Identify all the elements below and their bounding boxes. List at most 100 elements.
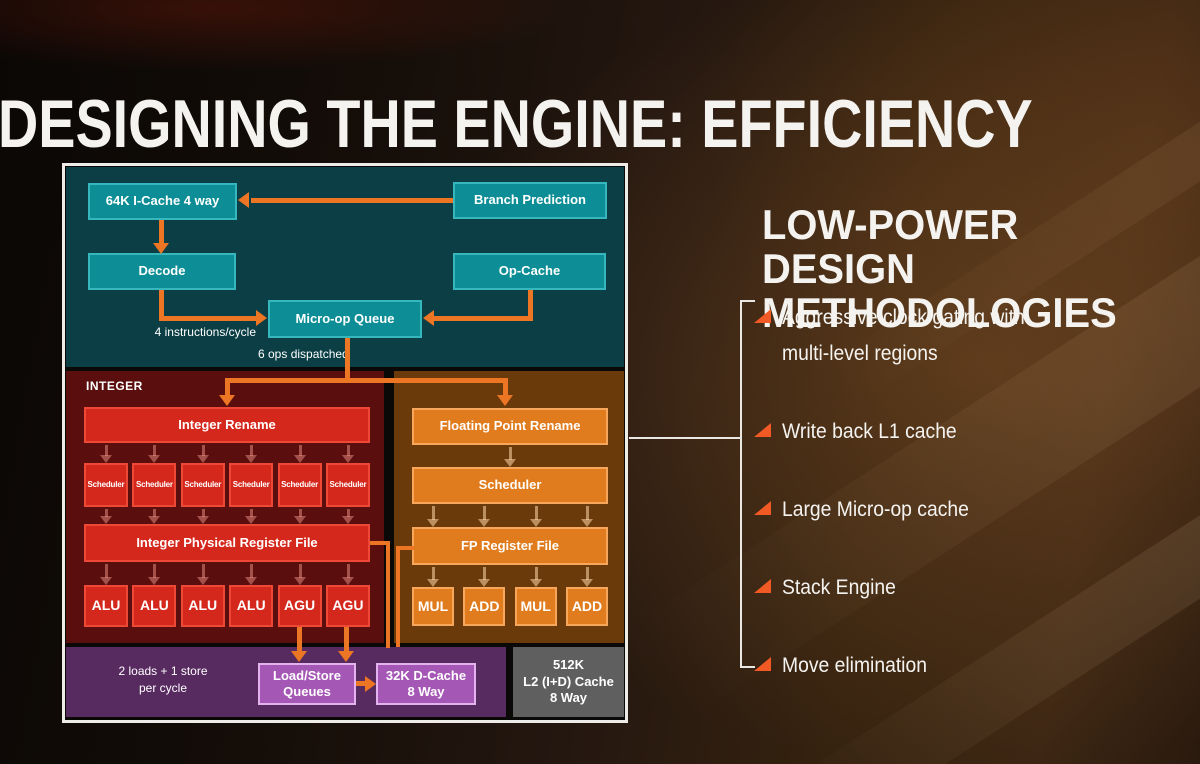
- faint-flow-line: [249, 509, 253, 517]
- faint-arrowhead-icon: [342, 577, 354, 585]
- flow-line: [503, 378, 508, 396]
- execution-unit-box: AGU: [325, 585, 370, 627]
- faint-flow-line: [534, 567, 538, 580]
- micro-op-queue-box: Micro-op Queue: [268, 300, 422, 338]
- fp-register-file-box: FP Register File: [412, 527, 608, 565]
- arrowhead-right-icon: [256, 310, 267, 326]
- faint-arrowhead-icon: [245, 455, 257, 463]
- arrowhead-left-icon: [238, 192, 249, 208]
- faint-arrowhead-icon: [342, 455, 354, 463]
- bracket-tick-top: [740, 300, 755, 302]
- dcache-box: 32K D-Cache 8 Way: [376, 663, 476, 705]
- integer-rename-box: Integer Rename: [84, 407, 370, 443]
- execution-unit-box: AGU: [277, 585, 322, 627]
- faint-flow-line: [482, 567, 486, 580]
- icache-box: 64K I-Cache 4 way: [88, 183, 237, 220]
- faint-arrowhead-icon: [197, 455, 209, 463]
- faint-arrowhead-icon: [581, 519, 593, 527]
- faint-flow-line: [431, 567, 435, 580]
- faint-flow-line: [346, 445, 350, 456]
- faint-arrowhead-icon: [294, 455, 306, 463]
- load-store-section: 2 loads + 1 store per cycle Load/Store Q…: [66, 647, 506, 717]
- fp-unit-box: ADD: [463, 587, 506, 626]
- flow-line: [396, 546, 414, 550]
- list-item: Stack Engine: [754, 570, 1184, 606]
- list-item: Write back L1 cache: [754, 414, 1184, 450]
- scheduler-box: Scheduler: [325, 463, 370, 507]
- faint-flow-line: [249, 445, 253, 456]
- bullet-triangle-icon: [754, 309, 771, 323]
- bracket-connector-line: [629, 437, 741, 439]
- execution-unit-box: ALU: [132, 585, 177, 627]
- arrowhead-down-icon: [153, 243, 169, 254]
- faint-arrowhead-icon: [100, 516, 112, 524]
- flow-line: [396, 546, 400, 647]
- bullet-triangle-icon: [754, 501, 771, 515]
- faint-arrowhead-icon: [342, 516, 354, 524]
- execution-unit-box: ALU: [229, 585, 274, 627]
- integer-section-label: INTEGER: [86, 379, 143, 393]
- fp-section: Floating Point Rename Scheduler FP Regis…: [394, 371, 624, 643]
- fetch-decode-section: 64K I-Cache 4 way Branch Prediction Deco…: [66, 167, 624, 367]
- arrowhead-down-icon: [219, 395, 235, 406]
- faint-arrowhead-icon: [197, 516, 209, 524]
- instructions-per-cycle-label: 4 instructions/cycle: [154, 325, 256, 339]
- faint-flow-line: [104, 564, 108, 578]
- bracket-tick-bottom: [740, 666, 755, 668]
- faint-flow-line: [298, 445, 302, 456]
- faint-arrowhead-icon: [294, 516, 306, 524]
- fp-unit-box: MUL: [514, 587, 557, 626]
- faint-flow-line: [585, 506, 589, 520]
- faint-flow-line: [104, 445, 108, 456]
- flow-line: [225, 378, 230, 396]
- flow-line: [528, 290, 533, 321]
- faint-flow-line: [201, 445, 205, 456]
- decode-box: Decode: [88, 253, 236, 290]
- faint-flow-line: [104, 509, 108, 517]
- faint-arrowhead-icon: [245, 577, 257, 585]
- flow-line: [297, 627, 302, 652]
- ops-dispatched-label: 6 ops dispatched: [258, 347, 349, 361]
- list-item-text: Aggressive clock gating with multi-level…: [782, 306, 1025, 365]
- arrowhead-down-icon: [338, 651, 354, 662]
- faint-flow-line: [534, 506, 538, 520]
- fp-unit-box: MUL: [412, 587, 454, 626]
- branch-prediction-box: Branch Prediction: [453, 182, 607, 219]
- faint-arrowhead-icon: [245, 516, 257, 524]
- bullet-triangle-icon: [754, 579, 771, 593]
- faint-arrowhead-icon: [427, 519, 439, 527]
- faint-flow-line: [298, 509, 302, 517]
- list-item-text: Stack Engine: [782, 576, 896, 599]
- flow-line: [356, 681, 366, 686]
- flow-line: [345, 338, 350, 381]
- bracket-line: [740, 300, 742, 668]
- flow-line: [159, 316, 256, 321]
- l2-cache-box: 512K L2 (I+D) Cache 8 Way: [513, 647, 624, 717]
- scheduler-box: Scheduler: [84, 463, 128, 507]
- faint-arrowhead-icon: [100, 577, 112, 585]
- faint-flow-line: [201, 509, 205, 517]
- scheduler-box: Scheduler: [132, 463, 177, 507]
- bullet-triangle-icon: [754, 657, 771, 671]
- methodology-list: Aggressive clock gating with multi-level…: [754, 300, 1184, 726]
- faint-arrowhead-icon: [148, 455, 160, 463]
- faint-arrowhead-icon: [478, 519, 490, 527]
- faint-flow-line: [346, 564, 350, 578]
- list-item-text: Write back L1 cache: [782, 420, 957, 443]
- execution-unit-box: ALU: [180, 585, 225, 627]
- list-item: Aggressive clock gating with multi-level…: [754, 300, 1184, 372]
- flow-line: [225, 378, 508, 383]
- faint-arrowhead-icon: [530, 579, 542, 587]
- flow-line: [159, 290, 164, 321]
- load-store-rate-label: 2 loads + 1 store per cycle: [118, 664, 208, 696]
- faint-flow-line: [508, 447, 512, 460]
- arrowhead-down-icon: [291, 651, 307, 662]
- faint-flow-line: [431, 506, 435, 520]
- faint-arrowhead-icon: [478, 579, 490, 587]
- arrowhead-left-icon: [423, 310, 434, 326]
- faint-arrowhead-icon: [100, 455, 112, 463]
